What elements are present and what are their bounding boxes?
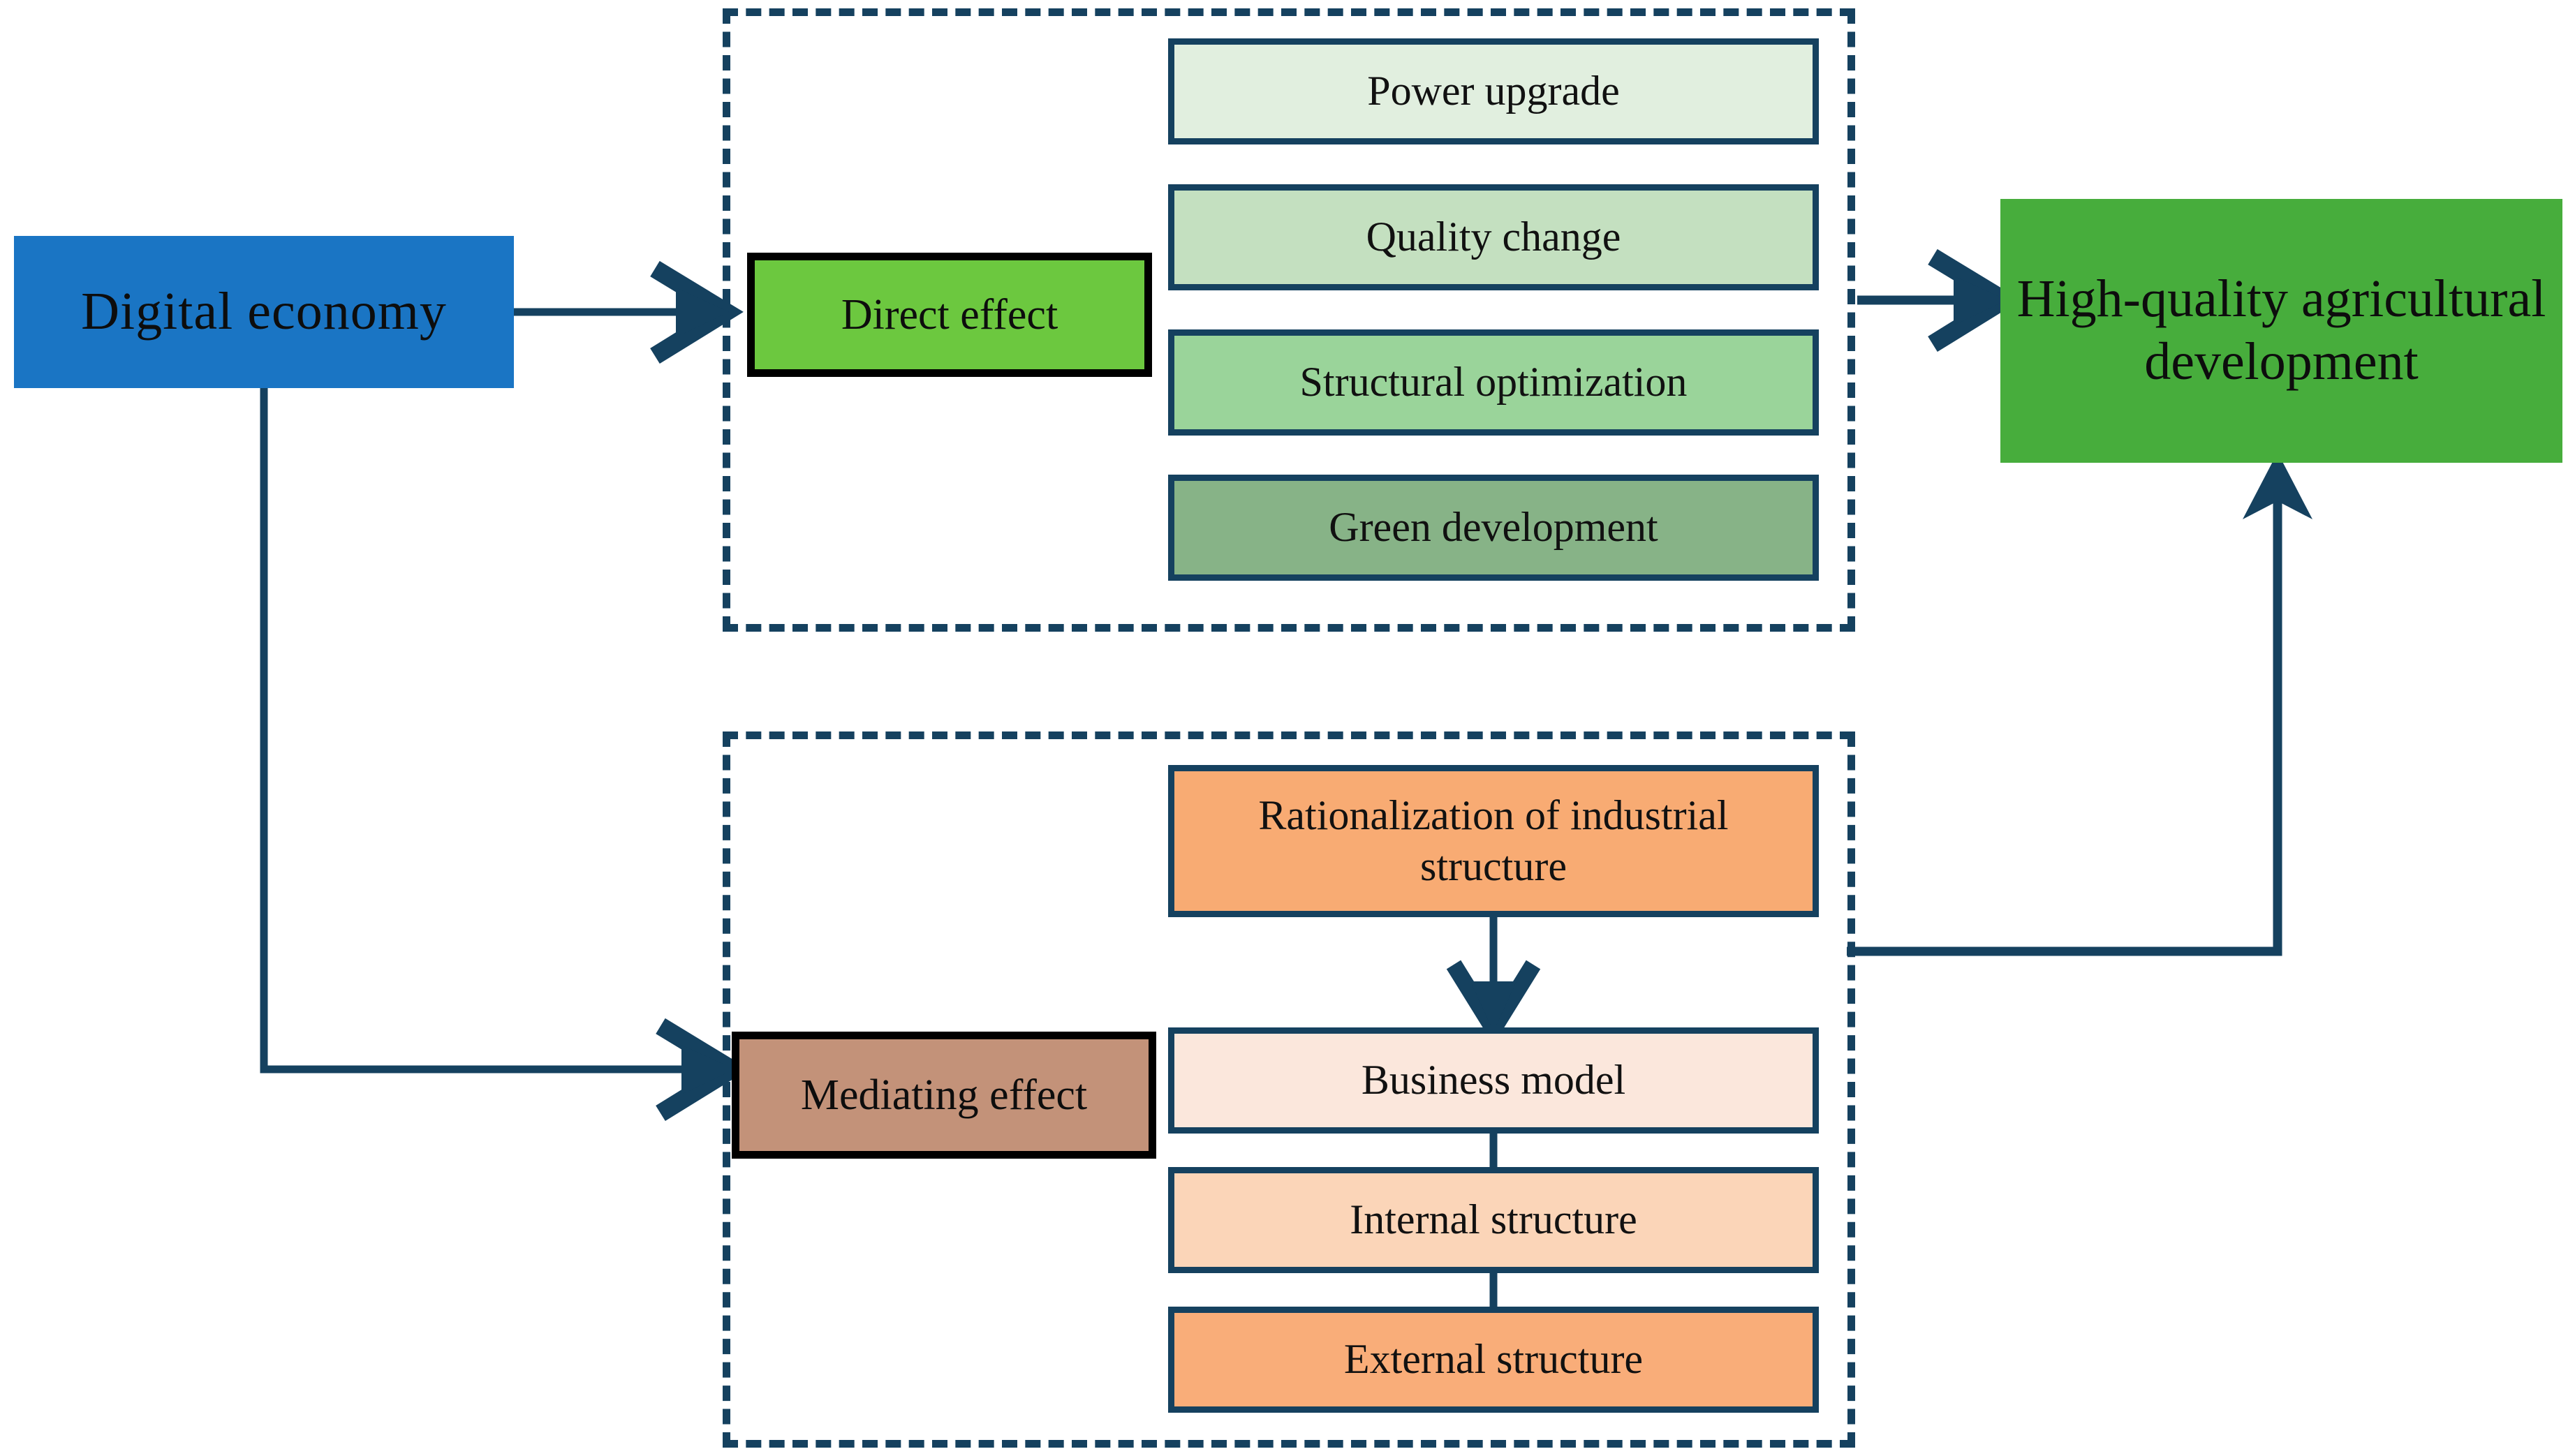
group-direct-effect [723,8,1855,632]
node-power-upgrade[interactable]: Power upgrade [1168,38,1819,144]
node-structural-optimization[interactable]: Structural optimization [1168,329,1819,436]
arrow-mediating-group-to-outcome [1847,452,2312,956]
label-direct-effect[interactable]: Direct effect [747,253,1152,377]
node-digital-economy[interactable]: Digital economy [14,236,514,388]
label-mediating-effect[interactable]: Mediating effect [732,1032,1156,1159]
node-green-development[interactable]: Green development [1168,475,1819,581]
node-business-model[interactable]: Business model [1168,1027,1819,1134]
node-quality-change[interactable]: Quality change [1168,184,1819,290]
group-mediating-effect [723,731,1855,1448]
node-high-quality-agricultural-development[interactable]: High-quality agricultural development [2000,199,2562,463]
arrow-direct-group-to-outcome [1857,248,2021,352]
arrow-digital-economy-to-direct-effect [514,260,744,364]
arrow-digital-economy-to-mediating-effect [260,388,749,1122]
node-external-structure[interactable]: External structure [1168,1307,1819,1413]
node-rationalization-of-industrial-structure[interactable]: Rationalization of industrial structure [1168,765,1819,917]
node-internal-structure[interactable]: Internal structure [1168,1167,1819,1273]
